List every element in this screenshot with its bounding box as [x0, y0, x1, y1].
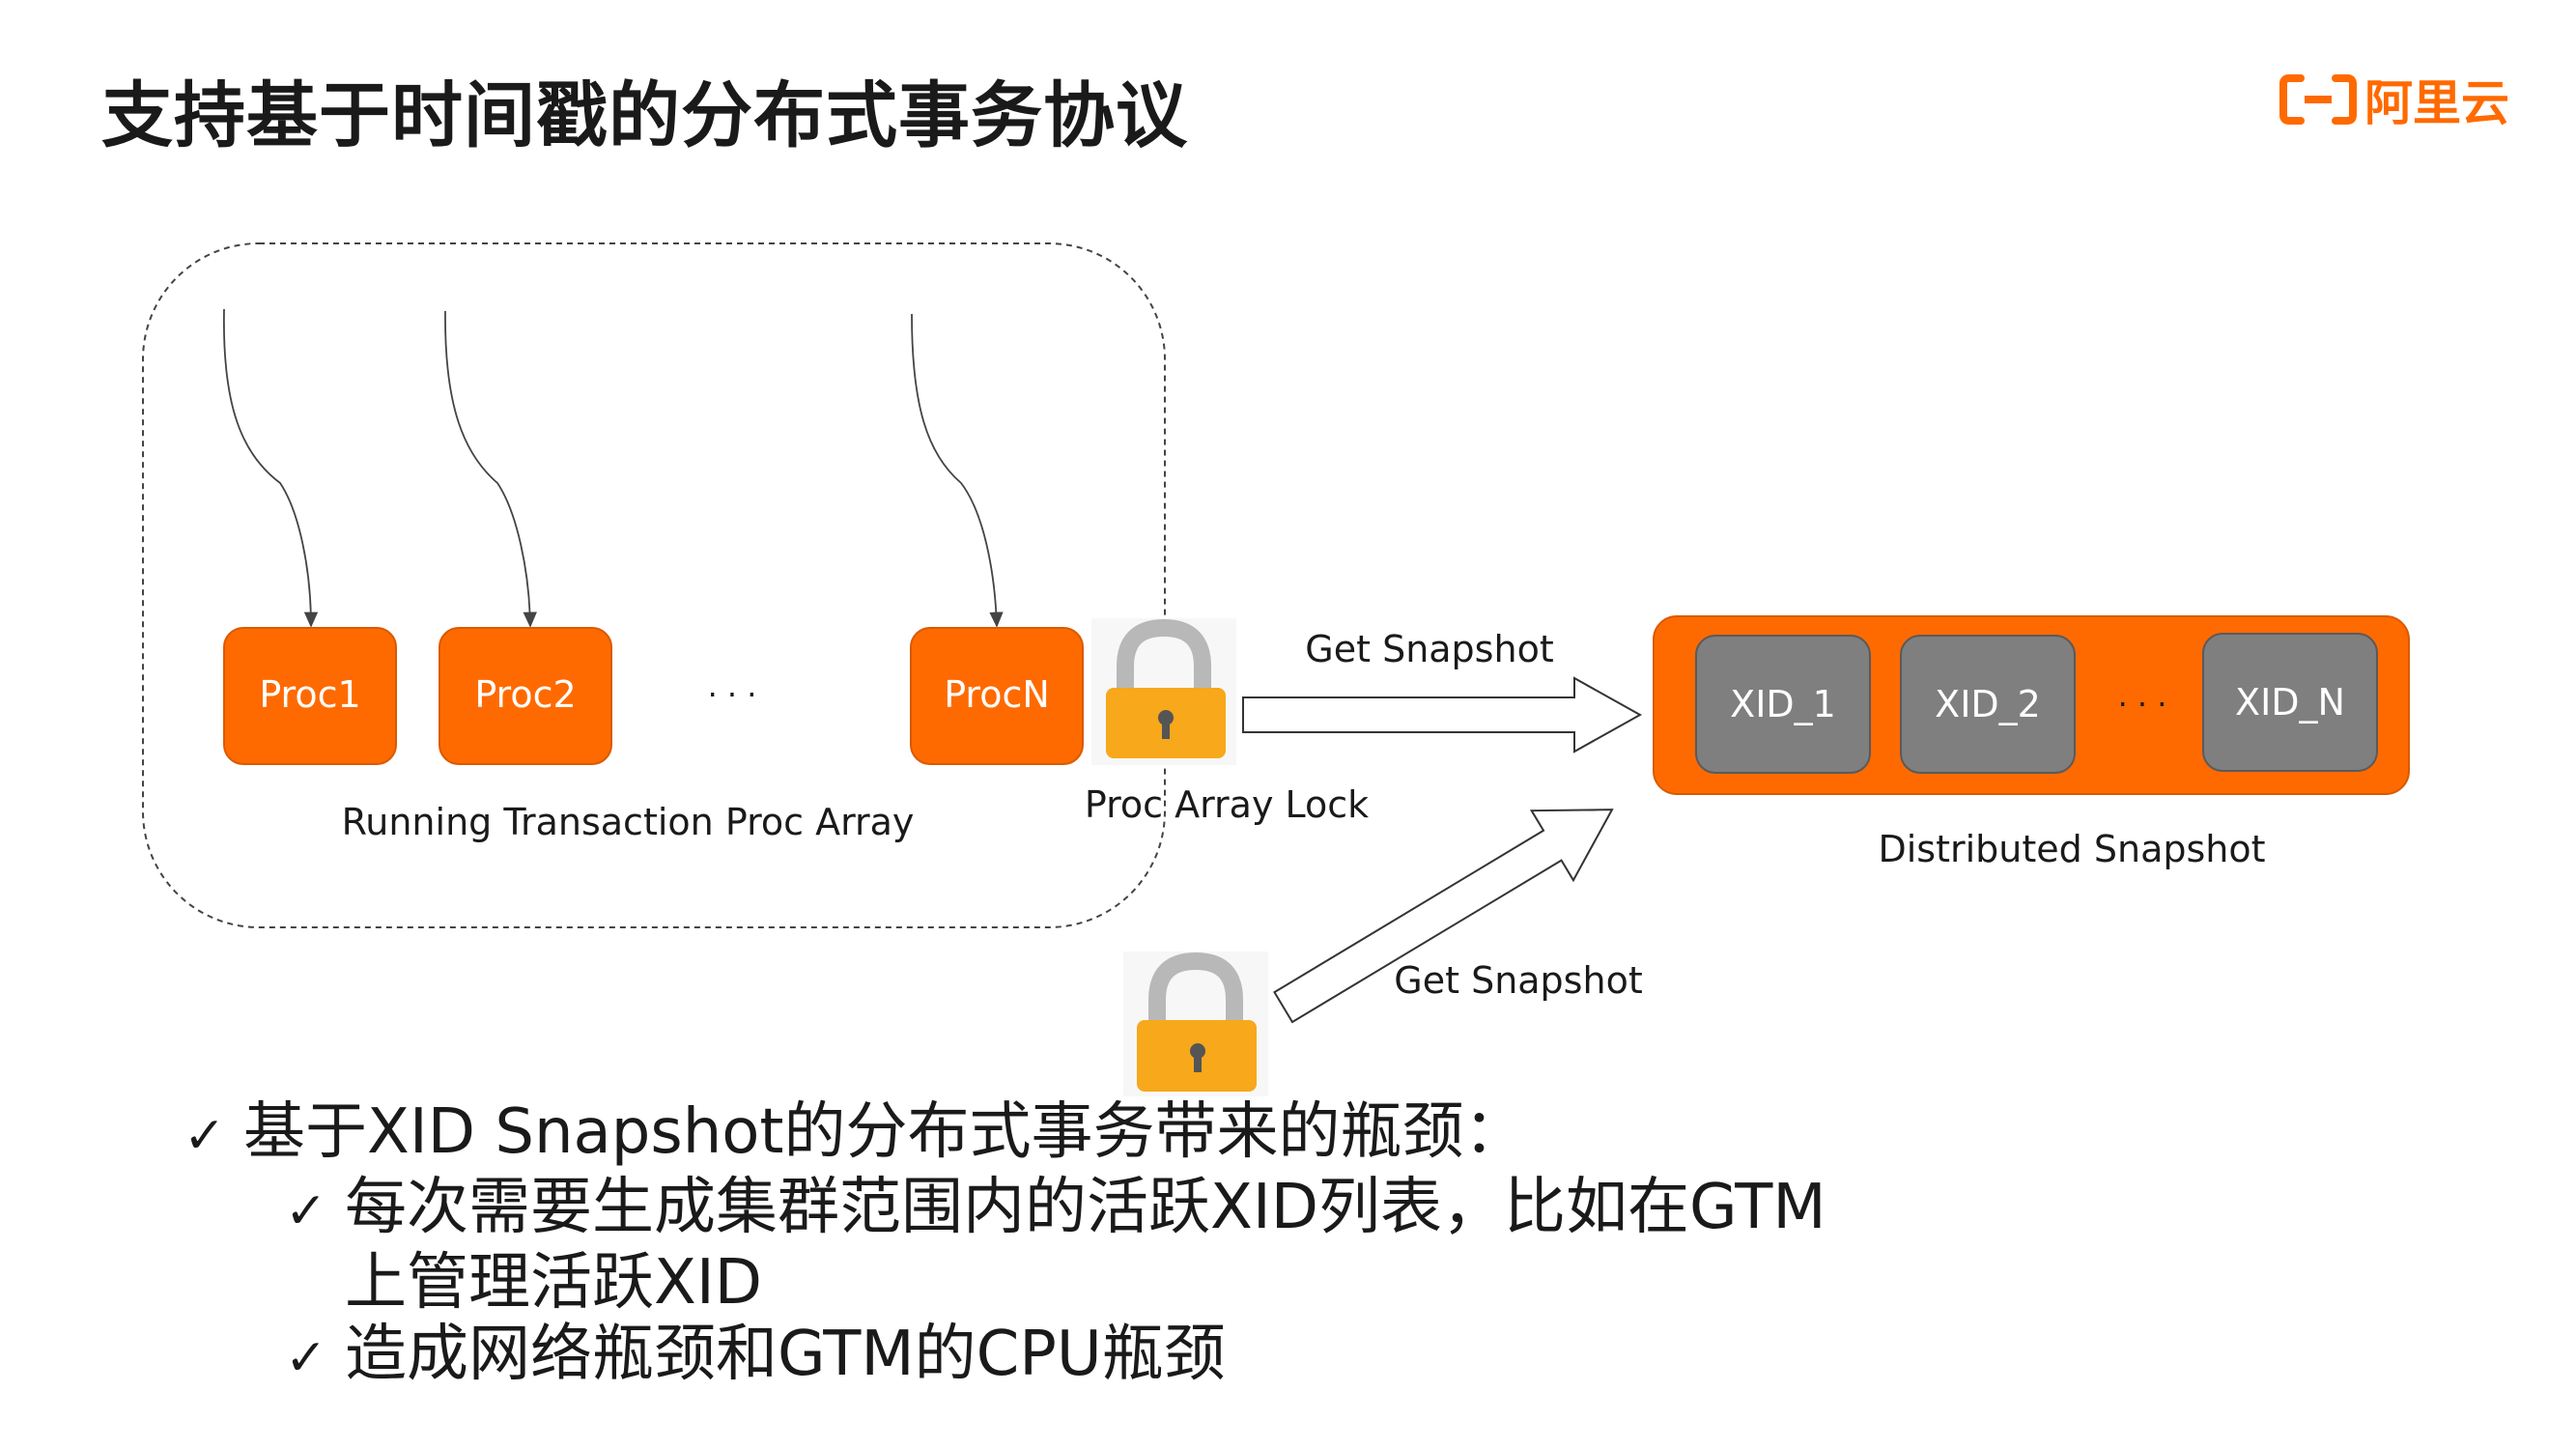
svg-text:Proc2: Proc2 — [474, 673, 576, 716]
proc-array-container — [142, 242, 1166, 928]
bullet-item-2: ✓ 每次需要生成集群范围内的活跃XID列表，比如在GTM — [184, 1172, 1826, 1247]
incoming-arrow-proc2 — [444, 310, 537, 628]
proc-array-label: Running Transaction Proc Array — [342, 801, 915, 843]
aliyun-logo: 阿里云 — [2279, 66, 2509, 133]
xid-box-2: XID_2 — [1900, 635, 2076, 774]
lock-icon-2 — [1123, 952, 1268, 1096]
logo-text: 阿里云 — [2364, 75, 2509, 131]
svg-text:ProcN: ProcN — [944, 673, 1050, 716]
proc-ellipsis: · · · — [708, 676, 757, 713]
check-icon: ✓ — [285, 1329, 327, 1387]
page-title: 支持基于时间戳的分布式事务协议 — [101, 74, 1188, 157]
check-icon: ✓ — [184, 1107, 226, 1165]
proc-box-1: Proc1 — [223, 627, 397, 765]
bullet-item-3: ✓ 造成网络瓶颈和GTM的CPU瓶颈 — [184, 1319, 1826, 1394]
lock-icon — [1091, 618, 1236, 765]
get-snapshot-arrow-bottom — [1273, 809, 1614, 1024]
distributed-snapshot-label: Distributed Snapshot — [1878, 828, 2265, 870]
proc-box-2: Proc2 — [439, 627, 612, 765]
svg-text:XID_1: XID_1 — [1730, 683, 1836, 725]
xid-box-n: XID_N — [2202, 633, 2378, 772]
incoming-arrow-proc1 — [222, 308, 319, 628]
bullet-list: ✓ 基于XID Snapshot的分布式事务带来的瓶颈： ✓ 每次需要生成集群范围内… — [184, 1096, 1826, 1394]
proc-box-n: ProcN — [910, 627, 1084, 765]
svg-text:Proc1: Proc1 — [259, 673, 360, 716]
check-icon: ✓ — [285, 1182, 327, 1240]
bullet-text: 上管理活跃XID — [345, 1247, 762, 1319]
xid-ellipsis: · · · — [2118, 686, 2167, 723]
bullet-text: 造成网络瓶颈和GTM的CPU瓶颈 — [345, 1319, 1226, 1390]
get-snapshot-label-top: Get Snapshot — [1305, 628, 1553, 670]
bullet-text: 每次需要生成集群范围内的活跃XID列表，比如在GTM — [345, 1172, 1826, 1243]
xid-box-1: XID_1 — [1695, 635, 1871, 774]
bullet-item-2-continued: 上管理活跃XID — [184, 1247, 1826, 1319]
bullet-text: 基于XID Snapshot的分布式事务带来的瓶颈： — [243, 1096, 1526, 1168]
bullet-item-1: ✓ 基于XID Snapshot的分布式事务带来的瓶颈： — [184, 1096, 1826, 1172]
get-snapshot-arrow-top — [1242, 676, 1643, 753]
proc-array-lock-label: Proc Array Lock — [1085, 783, 1369, 826]
svg-text:XID_2: XID_2 — [1935, 683, 2041, 725]
aliyun-bracket-icon — [2279, 74, 2357, 125]
svg-text:XID_N: XID_N — [2235, 681, 2345, 724]
get-snapshot-label-bottom: Get Snapshot — [1394, 959, 1642, 1002]
incoming-arrow-procn — [911, 313, 1004, 628]
